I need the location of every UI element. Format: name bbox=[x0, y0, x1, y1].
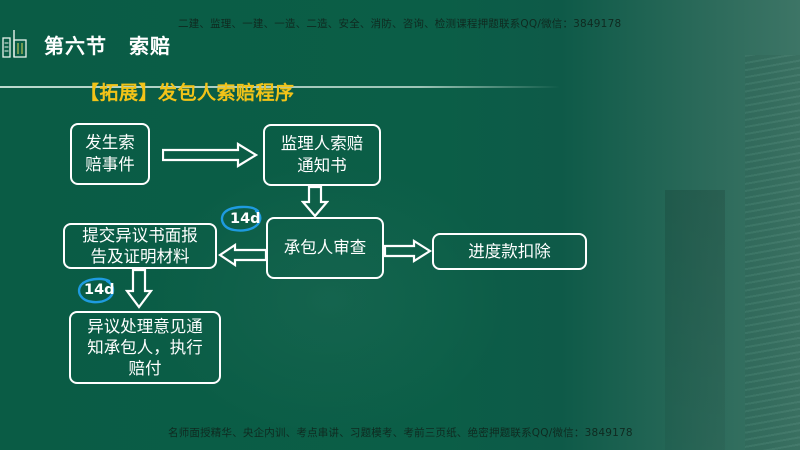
arrow-down-icon bbox=[301, 186, 329, 218]
slide-header: 第六节索赔 bbox=[0, 28, 800, 88]
background-building bbox=[745, 55, 800, 450]
header-divider bbox=[0, 86, 560, 88]
box-submit-objection: 提交异议书面报 告及证明材料 bbox=[63, 223, 217, 269]
diagram-title: 【拓展】发包人索赔程序 bbox=[80, 82, 295, 104]
deadline-label: 14d bbox=[84, 282, 115, 298]
arrow-right-icon bbox=[384, 239, 432, 263]
section-number: 第六节 bbox=[44, 34, 107, 58]
deadline-label: 14d bbox=[230, 211, 261, 227]
box-progress-deduction: 进度款扣除 bbox=[432, 233, 587, 270]
circle-annotation-icon bbox=[220, 205, 262, 232]
box-line: 发生索 bbox=[85, 133, 135, 152]
box-supervisor-notice: 监理人索赔 通知书 bbox=[263, 124, 381, 186]
box-line: 通知书 bbox=[297, 156, 347, 175]
arrow-right-icon bbox=[162, 142, 258, 168]
watermark-top: 二建、监理、一建、一造、二造、安全、消防、咨询、检测课程押题联系QQ/微信：38… bbox=[178, 18, 622, 30]
box-contractor-review: 承包人审查 bbox=[266, 217, 384, 279]
box-line: 进度款扣除 bbox=[468, 241, 551, 261]
watermark-bottom: 名师面授精华、央企内训、考点串讲、习题模考、考前三页纸、绝密押题联系QQ/微信：… bbox=[168, 427, 633, 439]
arrow-left-icon bbox=[218, 243, 267, 267]
box-line: 监理人索赔 bbox=[280, 134, 364, 153]
box-line: 提交异议书面报 bbox=[82, 226, 198, 245]
box-claim-event: 发生索 赔事件 bbox=[70, 123, 150, 185]
background-building-shadow bbox=[665, 190, 725, 450]
arrow-down-icon bbox=[125, 269, 153, 309]
box-line: 赔事件 bbox=[85, 155, 135, 174]
box-line: 赔付 bbox=[128, 359, 162, 378]
circle-annotation-icon bbox=[77, 277, 115, 304]
box-line: 告及证明材料 bbox=[90, 247, 190, 266]
building-icon bbox=[2, 30, 27, 58]
section-title: 第六节索赔 bbox=[44, 30, 171, 59]
box-line: 承包人审查 bbox=[283, 238, 367, 257]
box-line: 异议处理意见通 bbox=[87, 317, 203, 336]
section-name: 索赔 bbox=[129, 34, 171, 58]
box-line: 知承包人，执行 bbox=[87, 338, 203, 357]
deadline-annotation: 14d bbox=[218, 203, 264, 235]
box-objection-handling: 异议处理意见通 知承包人，执行 赔付 bbox=[69, 311, 221, 384]
deadline-annotation: 14d bbox=[76, 276, 118, 306]
